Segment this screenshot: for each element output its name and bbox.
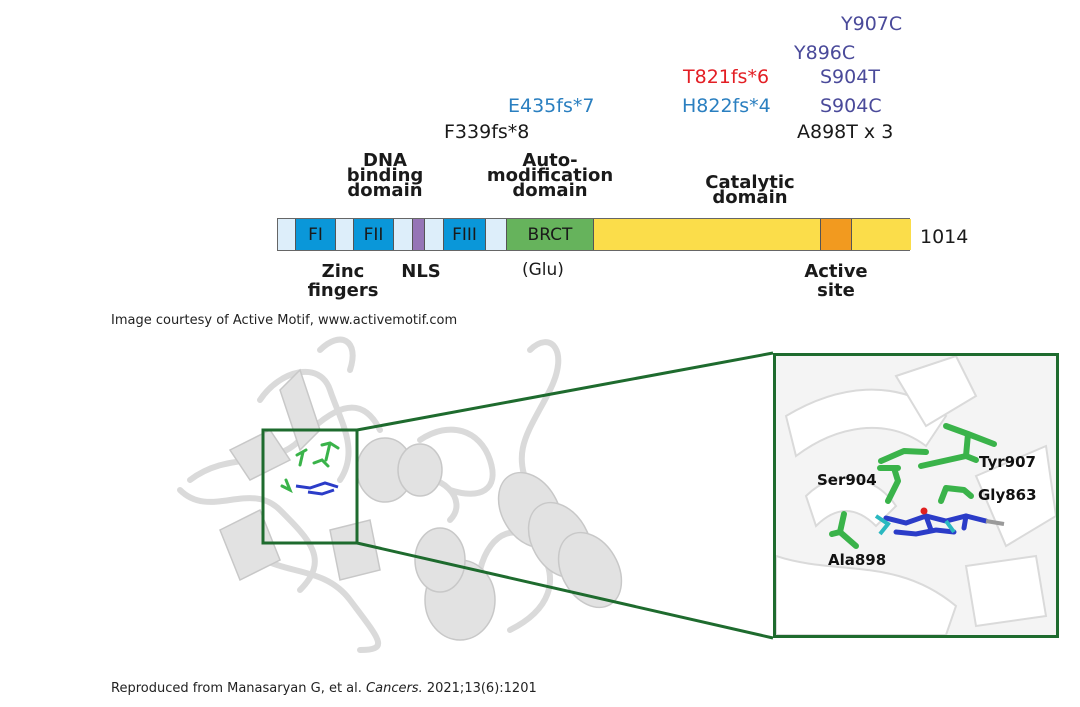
domain-segment-label: FII: [363, 224, 384, 245]
domain-segment-linker: [486, 219, 507, 250]
label-zinc-fingers: Zinc fingers: [307, 261, 379, 301]
label-automodification-domain: Auto- modification domain: [486, 150, 614, 201]
mutation-y896c: Y896C: [794, 42, 856, 64]
parp1-domain-bar: FI FII FIII BRCT: [277, 218, 911, 251]
residue-label-ala898: Ala898: [828, 551, 887, 569]
residue-label-tyr907: Tyr907: [979, 453, 1036, 471]
domain-segment-linker: [425, 219, 444, 250]
mutation-a898t: A898T x 3: [797, 121, 894, 143]
residue-label-ser904: Ser904: [817, 471, 877, 489]
reference-prefix: Reproduced from Manasaryan G, et al.: [111, 681, 367, 696]
mutation-y907c: Y907C: [841, 13, 903, 35]
mutation-h822fs: H822fs*4: [682, 95, 771, 117]
domain-segment-linker: [336, 219, 354, 250]
label-nls: NLS: [401, 261, 441, 282]
domain-segment-active-site: [821, 219, 852, 250]
protein-length-label: 1014: [920, 226, 969, 248]
mutation-s904t: S904T: [820, 66, 880, 88]
active-site-inset: Tyr907 Ser904 Gly863 Ala898: [773, 353, 1059, 638]
reference-caption: Reproduced from Manasaryan G, et al. Can…: [111, 681, 537, 696]
reference-suffix: 2021;13(6):1201: [422, 681, 537, 696]
domain-segment-label: FIII: [452, 224, 477, 245]
domain-segment-fiii: FIII: [444, 219, 486, 250]
domain-segment-brct: BRCT: [507, 219, 594, 250]
label-catalytic-domain: Catalytic domain: [705, 172, 795, 208]
domain-segment-linker: [278, 219, 296, 250]
label-active-site: Active site: [804, 261, 868, 301]
active-site-structure: [776, 356, 1056, 635]
domain-segment-nls: [413, 219, 425, 250]
mutation-s904c: S904C: [820, 95, 882, 117]
reference-journal: Cancers.: [366, 681, 423, 696]
domain-segment-catalytic: [852, 219, 911, 250]
domain-segment-label: BRCT: [527, 224, 573, 245]
image-credit-caption: Image courtesy of Active Motif, www.acti…: [111, 313, 458, 328]
protein-structure-overview: [177, 336, 774, 653]
zoom-line-top: [356, 351, 774, 432]
domain-segment-catalytic: [594, 219, 821, 250]
domain-segment-linker: [394, 219, 413, 250]
mutation-t821fs: T821fs*6: [683, 66, 770, 88]
label-dna-binding-domain: DNA binding domain: [346, 150, 424, 201]
domain-segment-fii: FII: [354, 219, 394, 250]
domain-segment-label: FI: [308, 224, 323, 245]
mutation-f339fs: F339fs*8: [444, 121, 530, 143]
label-glu: (Glu): [522, 260, 564, 280]
domain-segment-fi: FI: [296, 219, 336, 250]
zoom-region-box: [261, 428, 359, 545]
residue-label-gly863: Gly863: [978, 486, 1037, 504]
mutation-e435fs: E435fs*7: [508, 95, 595, 117]
zoom-line-bottom: [356, 541, 774, 640]
